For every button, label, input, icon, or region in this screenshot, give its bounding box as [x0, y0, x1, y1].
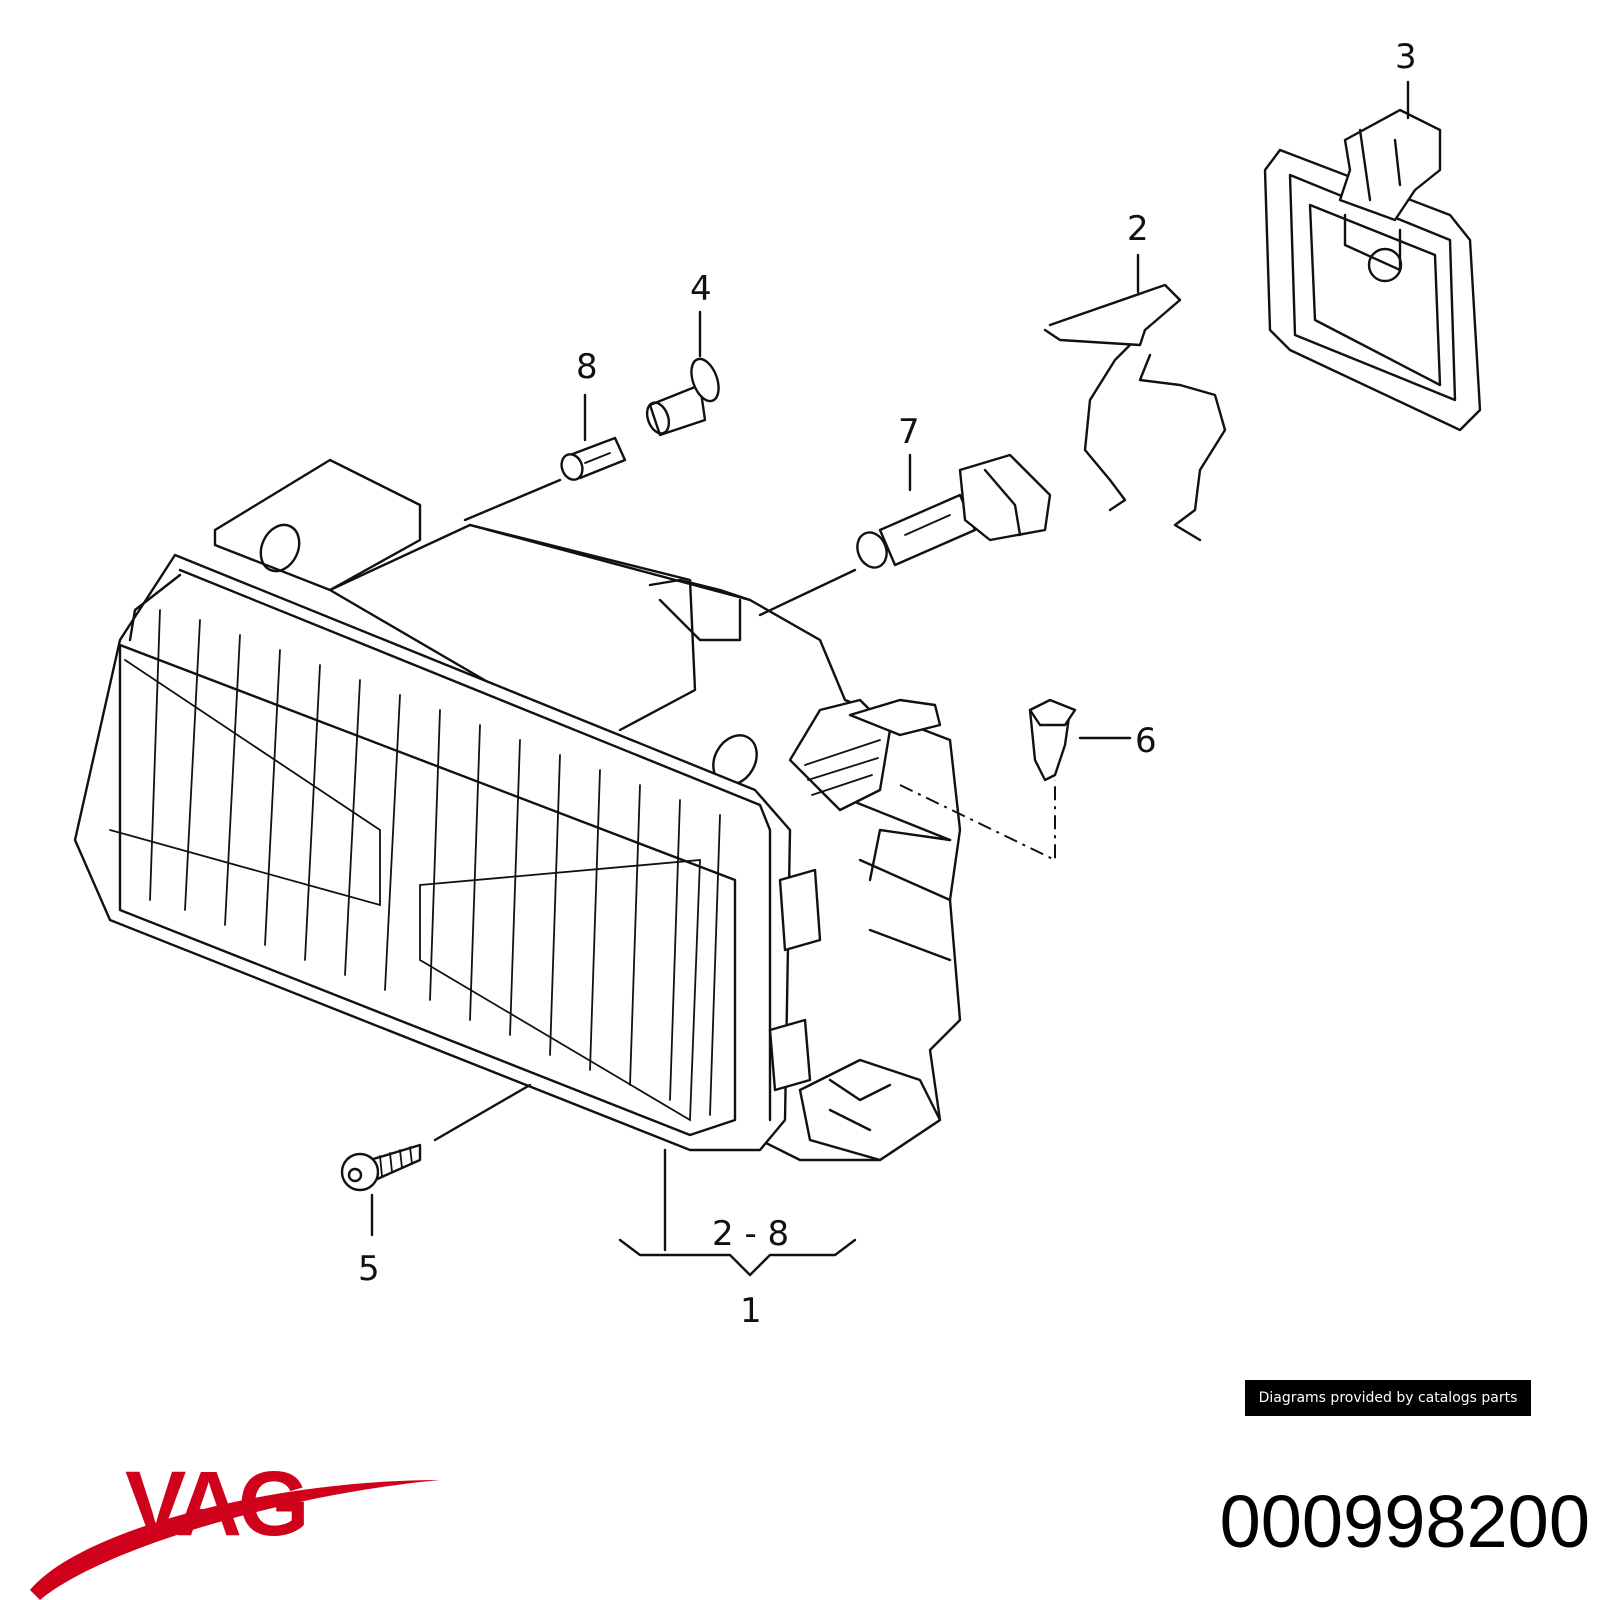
vag-logo: VAG — [30, 1453, 440, 1600]
bulb-socket-part — [645, 357, 720, 437]
part-number: 000998200 — [1219, 1480, 1590, 1563]
screw-part — [340, 1143, 422, 1192]
callout-7: 7 — [898, 412, 920, 452]
callout-range-2-8: 2 - 8 — [712, 1214, 789, 1254]
callout-labels: 3 2 4 8 7 6 5 2 - 8 1 — [358, 37, 1417, 1331]
rubber-cover-part — [1263, 108, 1482, 432]
callout-1: 1 — [740, 1291, 762, 1331]
halogen-bulb-part — [856, 453, 1052, 569]
diagram-credit-badge: Diagrams provided by catalogs parts — [1245, 1380, 1531, 1416]
callout-4: 4 — [690, 269, 712, 309]
clip-nut-part — [1028, 698, 1077, 782]
spring-clip-part — [1043, 283, 1227, 542]
callout-3: 3 — [1395, 37, 1417, 77]
small-bulb-part — [560, 436, 627, 481]
callout-6: 6 — [1135, 721, 1157, 761]
callout-8: 8 — [576, 347, 598, 387]
callout-2: 2 — [1127, 209, 1149, 249]
leader-lines — [370, 80, 1410, 1277]
callout-5: 5 — [358, 1249, 380, 1289]
svg-text:VAG: VAG — [125, 1453, 306, 1555]
headlight-assembly — [73, 458, 962, 1162]
